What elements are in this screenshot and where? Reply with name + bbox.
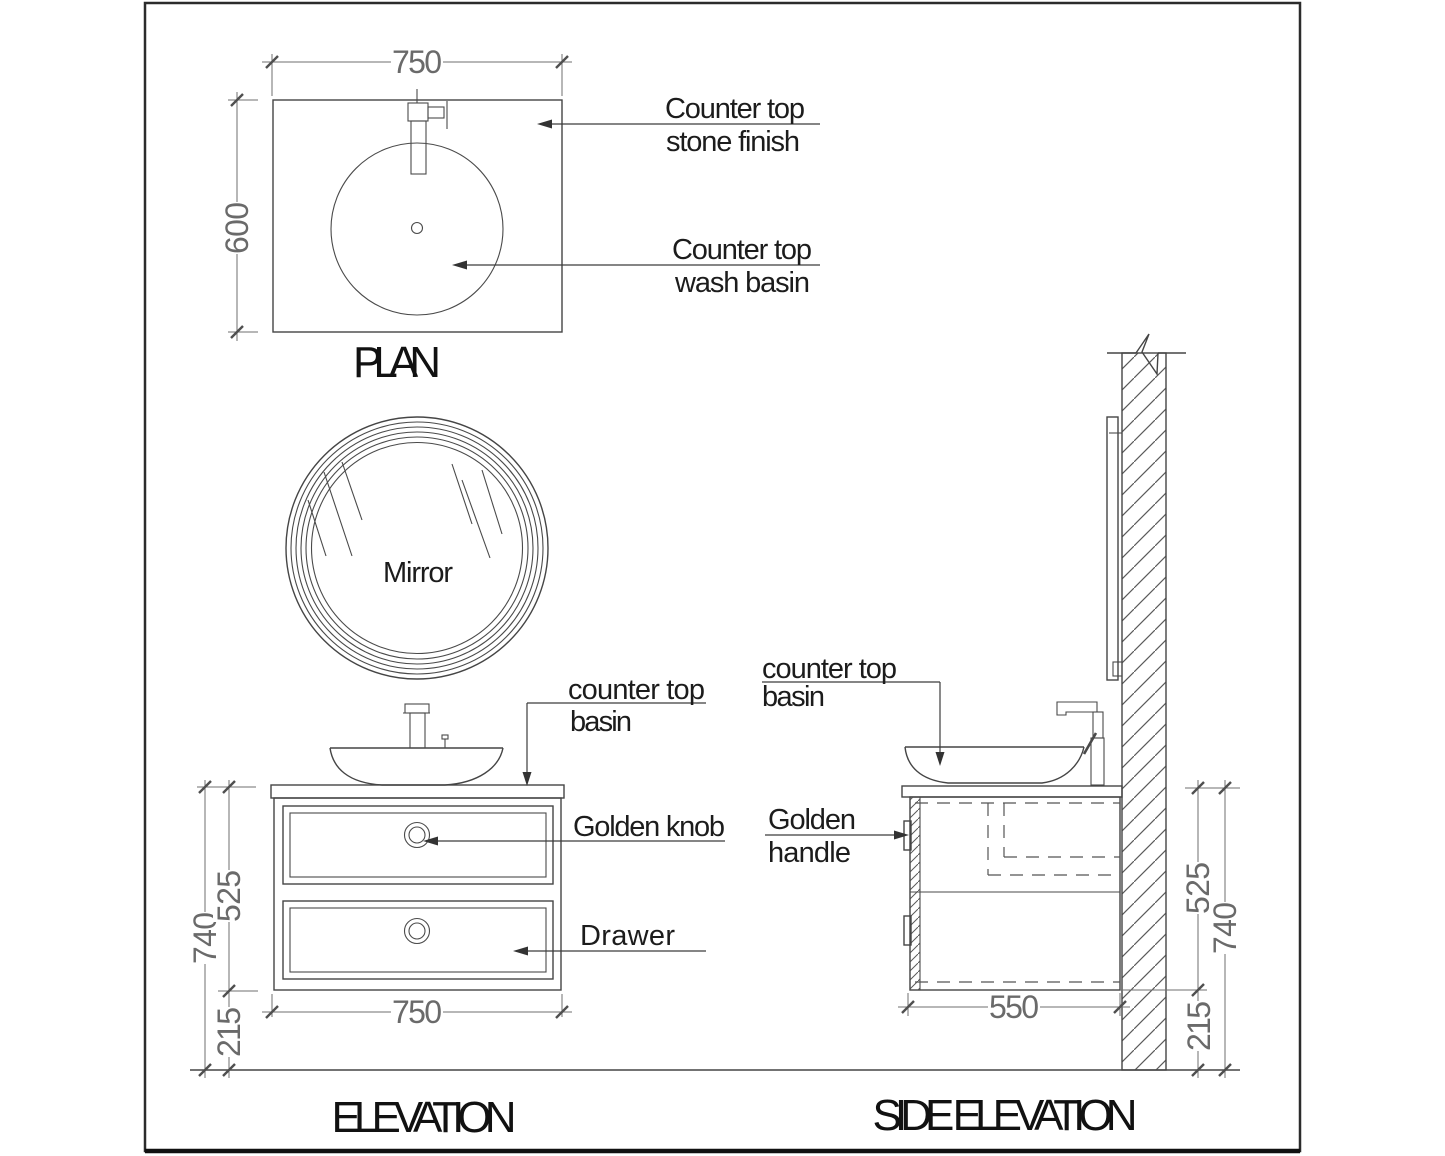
elevation-countertop: [270, 784, 565, 799]
side-cabinet-hidden-lines: [915, 802, 1120, 983]
side-elevation-view: 525 740 215 550 counter: [762, 333, 1243, 1140]
elevation-label-knob: Golden knob: [423, 811, 725, 846]
side-dim-depth-value: 550: [989, 989, 1039, 1025]
plan-faucet-icon: [407, 89, 448, 175]
elevation-knob-top-icon: [403, 821, 431, 849]
plan-title: PLAN: [353, 338, 441, 387]
leader-arrow-left-icon: [537, 119, 552, 129]
plan-label-stone-line1: Counter top: [665, 93, 805, 125]
elevation-dim-clearance: 215: [211, 1007, 247, 1057]
side-cabinet-front-panel: [909, 796, 921, 991]
side-countertop: [901, 785, 1123, 798]
leader-arrow-left-icon: [423, 836, 438, 846]
elevation-label-knob-text: Golden knob: [573, 811, 725, 843]
side-elevation-title: SIDE ELEVATION: [873, 1091, 1138, 1140]
elevation-cabinet-body: [273, 797, 562, 991]
plan-dim-width: 750: [262, 44, 572, 96]
elevation-basin: [329, 747, 504, 786]
side-dims-right: 525 740 215: [1120, 780, 1243, 1078]
side-dim-clearance: 215: [1181, 1001, 1217, 1051]
plan-dim-depth: 600: [219, 92, 258, 341]
plan-dim-depth-value: 600: [219, 202, 255, 254]
elevation-label-drawer-text: Drawer: [580, 920, 675, 952]
side-mirror: [1106, 416, 1123, 681]
wall-break-symbol: [1135, 333, 1159, 377]
leader-arrow-left-icon: [513, 946, 528, 956]
side-label-basin: counter top basin: [762, 653, 945, 766]
elevation-label-basin-line1: counter top: [568, 674, 705, 706]
side-label-handle: Golden handle: [765, 804, 909, 869]
elevation-title: ELEVATION: [332, 1093, 517, 1142]
plan-label-basin-line2: wash basin: [674, 267, 810, 299]
plan-countertop-outline: [272, 99, 563, 333]
elevation-dim-width: 750: [262, 994, 572, 1030]
plan-washbasin-circle: [330, 142, 504, 316]
elevation-label-drawer: Drawer: [513, 920, 706, 956]
elevation-faucet-icon: [403, 703, 449, 749]
mirror-elevation: Mirror: [285, 416, 549, 680]
plan-label-wash-basin: Counter top wash basin: [452, 234, 820, 299]
elevation-drawer-top: [282, 805, 554, 885]
mirror-glass-circle: [310, 441, 524, 655]
elevation-dim-cabinet-height: 525: [211, 870, 247, 922]
side-label-basin-line1: counter top: [762, 653, 897, 685]
plan-label-basin-line1: Counter top: [672, 234, 812, 266]
side-handle-bottom-icon: [903, 915, 912, 946]
side-dim-depth: 550: [898, 989, 1130, 1025]
elevation-dim-width-value: 750: [392, 994, 442, 1030]
side-label-handle-line1: Golden: [768, 804, 856, 836]
elevation-view: 740 525 215 750 counter: [187, 674, 1240, 1142]
plan-label-stone-line2: stone finish: [666, 126, 800, 158]
plan-dim-width-value: 750: [392, 44, 442, 80]
elevation-drawer-bottom: [282, 900, 554, 980]
side-wall-section: [1107, 333, 1186, 1071]
elevation-label-basin: counter top basin: [522, 674, 706, 786]
side-basin: [904, 746, 1085, 784]
leader-arrow-down-icon: [522, 772, 532, 786]
side-dim-total-height: 740: [1207, 902, 1243, 954]
sheet-border-frame: [143, 1, 1302, 1154]
leader-arrow-right-icon: [894, 830, 909, 840]
plan-view: 750 600 Counter top stone finish Counter: [219, 44, 820, 387]
elevation-knob-bottom-icon: [403, 917, 431, 945]
side-faucet-icon: [1056, 701, 1105, 786]
mirror-frame-circle: [285, 416, 549, 680]
side-label-handle-line2: handle: [768, 837, 851, 869]
leader-arrow-left-icon: [452, 260, 467, 270]
mirror-label: Mirror: [383, 557, 453, 589]
plan-drain-icon: [410, 221, 424, 235]
side-label-basin-line2: basin: [762, 681, 825, 713]
elevation-dims-left: 740 525 215: [187, 780, 258, 1078]
mirror-reflection-marks: [307, 461, 503, 559]
mirror-clip-bottom: [1112, 661, 1123, 677]
elevation-label-basin-line2: basin: [570, 706, 632, 738]
plan-label-stone-finish: Counter top stone finish: [537, 93, 820, 158]
side-cabinet: [903, 796, 1121, 991]
leader-arrow-down-icon: [935, 752, 945, 766]
